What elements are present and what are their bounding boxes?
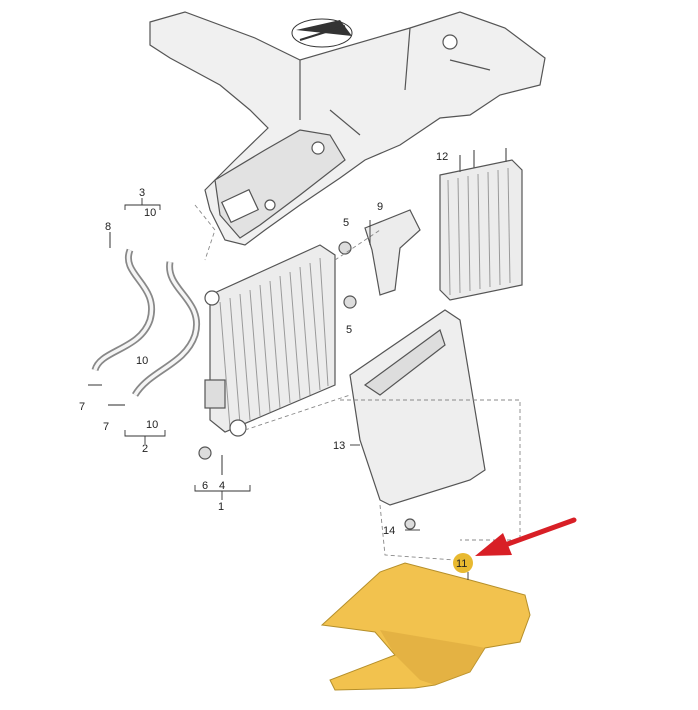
label-7-upper: 7 xyxy=(79,401,85,413)
subframe xyxy=(149,11,546,246)
label-6: 6 xyxy=(202,480,208,492)
bracket xyxy=(364,209,421,296)
leader-lines xyxy=(124,198,469,580)
label-14: 14 xyxy=(383,525,395,537)
highlighted-shroud xyxy=(320,562,531,691)
coolant-hoses xyxy=(91,248,201,397)
badge-11: 11 xyxy=(453,553,473,573)
label-10-middle: 10 xyxy=(136,355,148,367)
label-5-upper: 5 xyxy=(343,217,349,229)
air-duct xyxy=(349,309,486,506)
label-5-lower: 5 xyxy=(346,324,352,336)
red-arrow-icon xyxy=(475,517,577,556)
label-11: 11 xyxy=(456,558,467,570)
label-2: 2 xyxy=(142,443,148,455)
label-1: 1 xyxy=(218,501,224,513)
label-10-top: 10 xyxy=(144,207,156,219)
label-8: 8 xyxy=(105,221,111,233)
radiator-main xyxy=(204,244,336,437)
part-labels: 3 10 8 5 9 12 5 10 7 7 10 2 13 6 4 1 14 xyxy=(79,151,448,537)
label-9: 9 xyxy=(377,201,383,213)
assembly-lines xyxy=(194,204,521,561)
label-7-lower: 7 xyxy=(103,421,109,433)
radiator-auxiliary xyxy=(439,148,523,301)
label-10-lower: 10 xyxy=(146,419,158,431)
label-12: 12 xyxy=(436,151,448,163)
label-13: 13 xyxy=(333,440,345,452)
label-3: 3 xyxy=(139,187,145,199)
label-4: 4 xyxy=(219,480,225,492)
compass-arrow-icon xyxy=(291,18,353,48)
